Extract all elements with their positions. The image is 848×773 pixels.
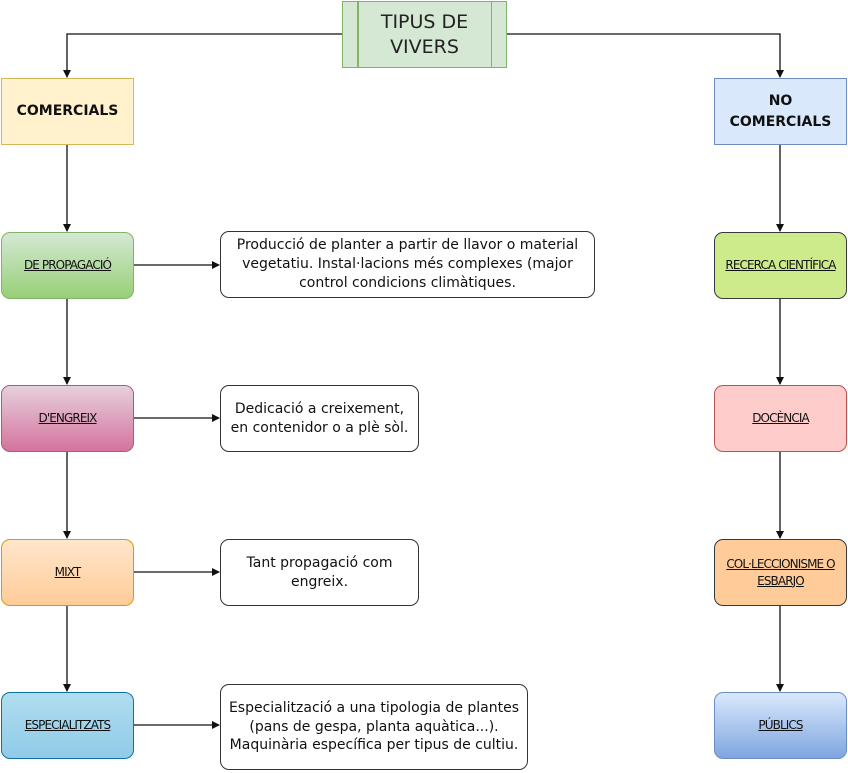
branch-comercials-label: COMERCIALS [16,103,119,119]
branch-comercials: COMERCIALS [1,78,134,145]
node-recerca-label: RECERCA CIENTÍFICA [725,258,836,273]
node-colleccionisme: COL·LECCIONISME O ESBARJO [714,539,847,606]
desc-mixt: Tant propagació com engreix. [220,539,419,606]
desc-especialitzats-text: Especialització a una tipologia de plant… [228,699,520,754]
desc-propagacio: Producció de planter a partir de llavor … [220,231,595,298]
node-especialitzats-label: ESPECIALITZATS [24,718,111,733]
node-docencia: DOCÈNCIA [714,385,847,452]
title-node: TIPUS DE VIVERS [342,1,507,68]
desc-mixt-text: Tant propagació com engreix. [246,554,393,590]
desc-propagacio-text: Producció de planter a partir de llavor … [236,237,579,291]
node-engreix-label: D'ENGREIX [38,411,98,426]
node-recerca: RECERCA CIENTÍFICA [714,232,847,299]
desc-engreix: Dedicació a creixement, en contenidor o … [220,385,419,452]
node-docencia-label: DOCÈNCIA [752,411,809,426]
node-publics: PÚBLICS [714,692,847,759]
node-mixt: MIXT [1,539,134,606]
edge-title-comercials [63,33,342,78]
node-propagacio-label: DE PROPAGACIÓ [23,258,112,273]
node-propagacio: DE PROPAGACIÓ [1,232,134,299]
edge-title-nocomercials [507,33,784,78]
title-text: TIPUS DE VIVERS [380,10,469,58]
node-especialitzats: ESPECIALITZATS [1,692,134,759]
branch-no-comercials: NO COMERCIALS [714,78,847,145]
node-mixt-label: MIXT [54,565,82,580]
node-engreix: D'ENGREIX [1,385,134,452]
desc-especialitzats: Especialització a una tipologia de plant… [220,684,528,770]
branch-no-comercials-label: NO COMERCIALS [729,92,832,130]
node-colleccionisme-label: COL·LECCIONISME O ESBARJO [726,557,835,588]
desc-engreix-text: Dedicació a creixement, en contenidor o … [230,400,409,436]
node-publics-label: PÚBLICS [758,718,803,733]
